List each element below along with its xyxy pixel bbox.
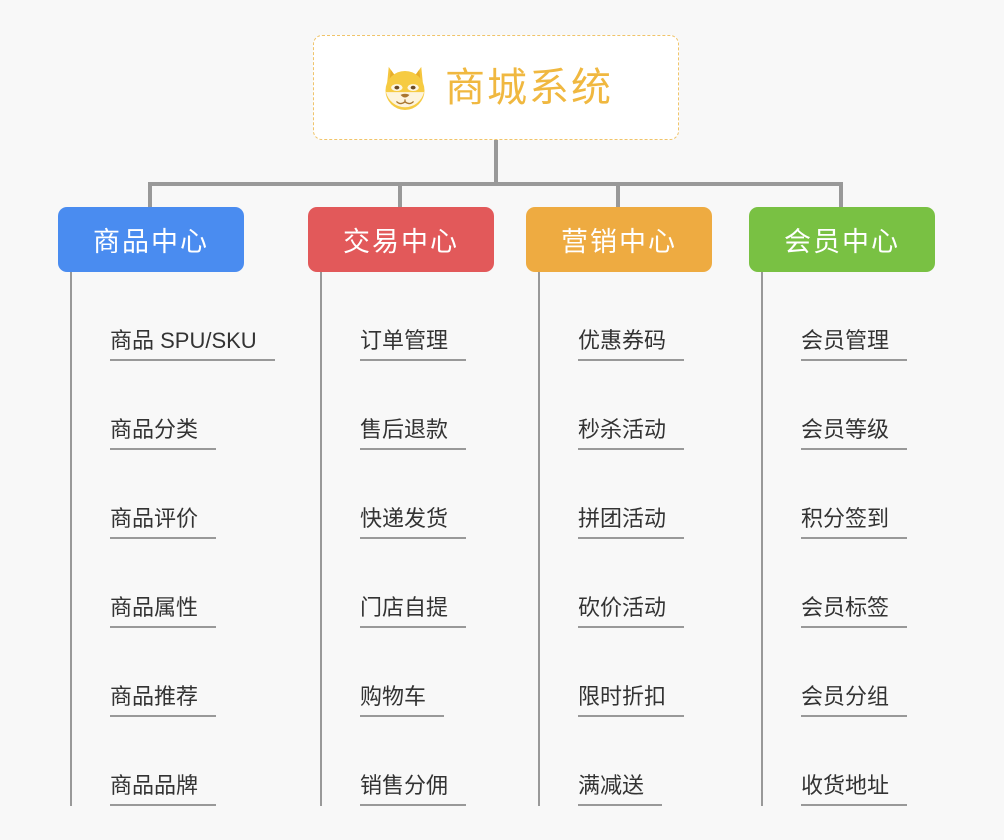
branch-column-2: 交易中心 订单管理 售后退款 快递发货 门店自提 购物车 销售分佣 bbox=[308, 207, 494, 806]
list-item[interactable]: 会员分组 bbox=[761, 628, 935, 717]
leaf-label: 满减送 bbox=[578, 773, 663, 806]
leaf-label: 门店自提 bbox=[360, 595, 467, 628]
leaf-label: 购物车 bbox=[360, 684, 445, 717]
branch-header-label-2: 交易中心 bbox=[343, 227, 459, 257]
leaf-label: 会员标签 bbox=[801, 595, 908, 628]
leaf-label: 商品评价 bbox=[110, 506, 217, 539]
leaf-label: 售后退款 bbox=[360, 417, 467, 450]
connector-spine-4 bbox=[761, 272, 763, 806]
list-item[interactable]: 快递发货 bbox=[320, 450, 494, 539]
branch-column-3: 营销中心 优惠券码 秒杀活动 拼团活动 砍价活动 限时折扣 满减送 bbox=[526, 207, 712, 806]
branch-items-1: 商品 SPU/SKU 商品分类 商品评价 商品属性 商品推荐 商品品牌 bbox=[70, 272, 275, 806]
branch-header-label-3: 营销中心 bbox=[561, 227, 677, 257]
list-item[interactable]: 收货地址 bbox=[761, 717, 935, 806]
leaf-label: 会员等级 bbox=[801, 417, 908, 450]
root-node-title: 商城系统 bbox=[445, 65, 613, 110]
root-node-shopping-mall-system[interactable]: 商城系统 bbox=[313, 35, 679, 140]
leaf-label: 限时折扣 bbox=[578, 684, 685, 717]
branch-header-1[interactable]: 商品中心 bbox=[58, 207, 244, 272]
leaf-label: 商品推荐 bbox=[110, 684, 217, 717]
list-item[interactable]: 门店自提 bbox=[320, 539, 494, 628]
list-item[interactable]: 商品分类 bbox=[70, 361, 275, 450]
list-item[interactable]: 商品 SPU/SKU bbox=[70, 272, 275, 361]
list-item[interactable]: 拼团活动 bbox=[538, 450, 712, 539]
list-item[interactable]: 砍价活动 bbox=[538, 539, 712, 628]
list-item[interactable]: 商品品牌 bbox=[70, 717, 275, 806]
branch-header-2[interactable]: 交易中心 bbox=[308, 207, 494, 272]
branch-header-4[interactable]: 会员中心 bbox=[749, 207, 935, 272]
leaf-label: 优惠券码 bbox=[578, 328, 685, 361]
branch-column-4: 会员中心 会员管理 会员等级 积分签到 会员标签 会员分组 收货地址 bbox=[749, 207, 935, 806]
leaf-label: 会员管理 bbox=[801, 328, 908, 361]
connector-drop-3 bbox=[616, 182, 620, 208]
branch-column-1: 商品中心 商品 SPU/SKU 商品分类 商品评价 商品属性 商品推荐 商品品牌 bbox=[58, 207, 275, 806]
list-item[interactable]: 商品评价 bbox=[70, 450, 275, 539]
list-item[interactable]: 满减送 bbox=[538, 717, 712, 806]
list-item[interactable]: 售后退款 bbox=[320, 361, 494, 450]
list-item[interactable]: 会员管理 bbox=[761, 272, 935, 361]
leaf-label: 积分签到 bbox=[801, 506, 908, 539]
list-item[interactable]: 销售分佣 bbox=[320, 717, 494, 806]
connector-drop-2 bbox=[398, 182, 402, 208]
branch-items-4: 会员管理 会员等级 积分签到 会员标签 会员分组 收货地址 bbox=[761, 272, 935, 806]
leaf-label: 销售分佣 bbox=[360, 773, 467, 806]
connector-spine-1 bbox=[70, 272, 72, 806]
leaf-label: 快递发货 bbox=[360, 506, 467, 539]
leaf-label: 商品 SPU/SKU bbox=[110, 328, 275, 361]
leaf-label: 会员分组 bbox=[801, 684, 908, 717]
branch-items-3: 优惠券码 秒杀活动 拼团活动 砍价活动 限时折扣 满减送 bbox=[538, 272, 712, 806]
list-item[interactable]: 会员等级 bbox=[761, 361, 935, 450]
connector-bus-bar bbox=[148, 182, 843, 186]
list-item[interactable]: 会员标签 bbox=[761, 539, 935, 628]
dog-face-icon bbox=[379, 62, 431, 114]
leaf-label: 秒杀活动 bbox=[578, 417, 685, 450]
leaf-label: 收货地址 bbox=[801, 773, 908, 806]
connector-drop-4 bbox=[839, 182, 843, 208]
leaf-label: 商品属性 bbox=[110, 595, 217, 628]
connector-spine-3 bbox=[538, 272, 540, 806]
list-item[interactable]: 订单管理 bbox=[320, 272, 494, 361]
list-item[interactable]: 积分签到 bbox=[761, 450, 935, 539]
list-item[interactable]: 商品属性 bbox=[70, 539, 275, 628]
list-item[interactable]: 购物车 bbox=[320, 628, 494, 717]
leaf-label: 商品分类 bbox=[110, 417, 217, 450]
list-item[interactable]: 秒杀活动 bbox=[538, 361, 712, 450]
leaf-label: 拼团活动 bbox=[578, 506, 685, 539]
leaf-label: 订单管理 bbox=[360, 328, 467, 361]
connector-root-stem bbox=[494, 140, 498, 184]
branch-header-3[interactable]: 营销中心 bbox=[526, 207, 712, 272]
leaf-label: 砍价活动 bbox=[578, 595, 685, 628]
list-item[interactable]: 限时折扣 bbox=[538, 628, 712, 717]
list-item[interactable]: 优惠券码 bbox=[538, 272, 712, 361]
connector-spine-2 bbox=[320, 272, 322, 806]
branch-header-label-1: 商品中心 bbox=[93, 227, 209, 257]
list-item[interactable]: 商品推荐 bbox=[70, 628, 275, 717]
leaf-label: 商品品牌 bbox=[110, 773, 217, 806]
branch-items-2: 订单管理 售后退款 快递发货 门店自提 购物车 销售分佣 bbox=[320, 272, 494, 806]
branch-header-label-4: 会员中心 bbox=[784, 227, 900, 257]
connector-drop-1 bbox=[148, 182, 152, 208]
